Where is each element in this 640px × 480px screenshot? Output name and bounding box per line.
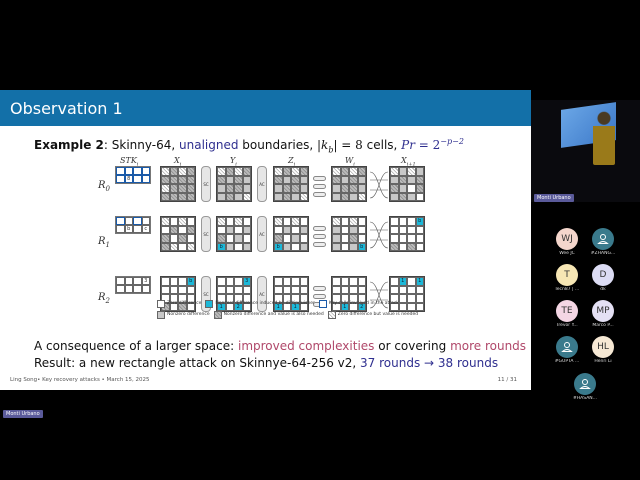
person-icon [574, 373, 596, 395]
page-number: 11 / 31 [497, 377, 517, 383]
cells-text: cells, [362, 138, 402, 152]
legend-nonzero-difference: Nonzero difference [157, 310, 210, 319]
mixcolumns-icon [369, 170, 389, 200]
legend-key-cells: Key cells involved in the attack [318, 299, 399, 308]
participant-name: #GUPTA ... [554, 359, 580, 364]
diagram-legend: Zero difference Nonzero difference induc… [157, 298, 447, 320]
participant-name: Marco P... [592, 323, 614, 328]
state-grid-x-r0 [160, 166, 196, 202]
participant-name: Henri Li [594, 359, 612, 364]
legend-zero-value-needed: Zero difference but value is needed [327, 310, 418, 319]
key-grid-r0: 8 [115, 166, 151, 184]
sc-operation: SC [201, 216, 211, 252]
state-grid-z-r0 [273, 166, 309, 202]
col-label-z: Zi [288, 156, 296, 168]
participant-name: Trevor Y... [556, 323, 578, 328]
legend-zero-difference: Zero difference [157, 299, 201, 308]
mixcolumns-icon [369, 280, 389, 310]
state-grid-x-r1 [160, 216, 196, 252]
avatar: MP [592, 300, 614, 322]
participant-tile[interactable]: WJ Wee JC [552, 228, 582, 256]
state-grid-xnext-r1: b [389, 216, 425, 252]
participant-name: dk [600, 287, 606, 292]
state-grid-w-r1: b [331, 216, 367, 252]
avatar: WJ [556, 228, 578, 250]
example-text: : Skinny-64, [103, 138, 180, 152]
key-grid-r2: 3 [115, 276, 151, 294]
row-label-r1: R1 [98, 236, 110, 249]
state-grid-xnext-r0 [389, 166, 425, 202]
slide-title-bar: Observation 1 [0, 90, 531, 126]
participant-tile[interactable]: TE Trevor Y... [552, 300, 582, 328]
ac-operation: AC [257, 276, 267, 312]
sc-operation: SC [201, 276, 211, 312]
example-text-rest: boundaries, [238, 138, 317, 152]
state-grid-z-r1: b [273, 216, 309, 252]
avatar: T [556, 264, 578, 286]
legend-nonzero-distinguisher: Nonzero difference induced by distinguis… [205, 299, 315, 308]
person-icon [556, 336, 578, 358]
participant-tile[interactable]: #HASAN... [570, 373, 600, 401]
col-label-stk: STKi [120, 156, 139, 168]
example-line: Example 2: Skinny-64, unaligned boundari… [34, 137, 464, 154]
legend-nonzero-value-needed: Nonzero difference and value is also nee… [213, 310, 324, 319]
slide-footer: Ling Song• Key recovery attacks • March … [10, 377, 517, 383]
probability-math: Pr = 2−p−2 [401, 137, 464, 152]
ac-operation: AC [257, 166, 267, 202]
row-label-r2: R2 [98, 292, 110, 305]
speaker-video-tile[interactable]: Monti Urbano [531, 100, 640, 202]
participant-tile[interactable]: D dk [588, 264, 618, 292]
participant-tile[interactable]: #ZHANG... [588, 228, 618, 256]
footer-author-info: Ling Song• Key recovery attacks • March … [10, 377, 150, 383]
row-label-r0: R0 [98, 180, 110, 193]
slide-title: Observation 1 [10, 98, 123, 118]
participant-name: #ZHANG... [590, 251, 616, 256]
person-icon [592, 228, 614, 250]
participant-tile[interactable]: HL Henri Li [588, 336, 618, 364]
state-grid-y-r1: b [216, 216, 252, 252]
example-label: Example 2 [34, 138, 104, 152]
consequence-line: A consequence of a larger space: improve… [34, 339, 527, 353]
speaker-figure [593, 110, 615, 165]
participant-name: #HASAN... [573, 396, 597, 401]
participant-name: Wee JC [559, 251, 575, 256]
participant-tile[interactable]: MP Marco P... [588, 300, 618, 328]
slide-body-text: A consequence of a larger space: improve… [34, 338, 526, 372]
avatar: HL [592, 336, 614, 358]
state-grid-w-r0 [331, 166, 367, 202]
state-grid-x-r2: b [160, 276, 196, 312]
col-label-xnext: Xi+1 [401, 156, 416, 168]
participant-name: Tecn87 | ... [554, 287, 580, 292]
col-label-w: Wi [345, 156, 355, 168]
col-label-x: Xi [174, 156, 182, 168]
unaligned-highlight: unaligned [179, 138, 239, 152]
kb-math: |kb| = 8 [316, 138, 363, 155]
avatar: TE [556, 300, 578, 322]
ac-operation: AC [257, 216, 267, 252]
avatar: D [592, 264, 614, 286]
shared-slide: Observation 1 Example 2: Skinny-64, unal… [0, 90, 531, 390]
participant-tile[interactable]: #GUPTA ... [552, 336, 582, 364]
presenter-name-tag: Monti Urbano [3, 410, 43, 418]
sc-operation: SC [201, 166, 211, 202]
col-label-y: Yi [230, 156, 237, 168]
mixcolumns-icon [369, 220, 389, 250]
state-grid-y-r0 [216, 166, 252, 202]
speaker-name-tag: Monti Urbano [534, 194, 574, 202]
participant-tile[interactable]: T Tecn87 | ... [552, 264, 582, 292]
result-line: Result: a new rectangle attack on Skinny… [34, 356, 499, 370]
